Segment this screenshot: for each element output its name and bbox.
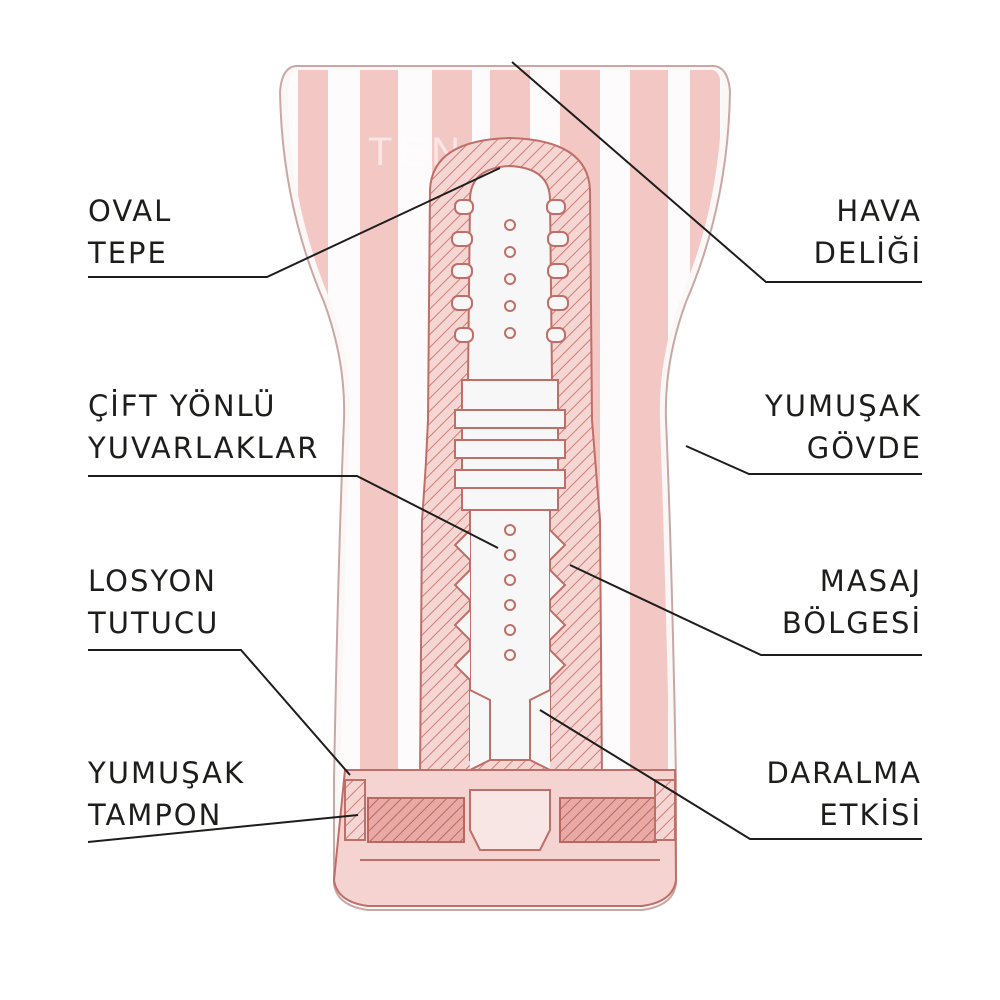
label-losyon-line1: LOSYON xyxy=(88,564,218,598)
label-govde-line2: GÖVDE xyxy=(806,431,922,465)
label-tampon-line1: YUMUŞAK xyxy=(88,756,245,790)
bumper-left xyxy=(367,797,465,843)
label-oval-tepe-line1: OVAL xyxy=(88,194,173,228)
label-hava-deligi: HAVA DELİĞİ xyxy=(814,190,922,274)
leader-daralma xyxy=(539,709,922,840)
label-losyon-line2: TUTUCU xyxy=(88,606,220,640)
canal-dots xyxy=(504,219,516,661)
leader-masaj xyxy=(569,564,922,656)
label-yumusak-govde: YUMUŞAK GÖVDE xyxy=(765,385,922,469)
label-cift-yonlu-line1: ÇİFT YÖNLÜ xyxy=(88,389,277,423)
leader-tampon xyxy=(87,814,359,843)
leader-lines xyxy=(87,61,922,843)
label-oval-tepe: OVAL TEPE xyxy=(88,190,172,274)
label-masaj-line1: MASAJ xyxy=(819,564,922,598)
leader-losyon xyxy=(88,649,351,776)
label-oval-tepe-line2: TEPE xyxy=(88,236,168,270)
label-daralma-etkisi: DARALMA ETKİSİ xyxy=(767,752,923,836)
leader-hava xyxy=(511,61,922,283)
leader-oval-tepe xyxy=(88,167,501,278)
label-daralma-line1: DARALMA xyxy=(766,756,922,790)
label-hava-line1: HAVA xyxy=(836,194,922,228)
label-yumusak-tampon: YUMUŞAK TAMPON xyxy=(88,752,245,836)
leader-cift-yonlu xyxy=(88,475,499,549)
label-govde-line1: YUMUŞAK xyxy=(765,389,922,423)
leader-govde xyxy=(685,445,922,475)
bumper-right xyxy=(559,797,657,843)
label-tampon-line2: TAMPON xyxy=(88,798,223,832)
label-cift-yonlu: ÇİFT YÖNLÜ YUVARLAKLAR xyxy=(88,385,319,469)
label-masaj-line2: BÖLGESİ xyxy=(781,606,922,640)
label-hava-line2: DELİĞİ xyxy=(813,236,922,270)
label-cift-yonlu-line2: YUVARLAKLAR xyxy=(88,431,320,465)
base-assembly xyxy=(332,769,678,907)
label-daralma-line2: ETKİSİ xyxy=(819,798,922,832)
label-losyon-tutucu: LOSYON TUTUCU xyxy=(88,560,219,644)
label-masaj-bolgesi: MASAJ BÖLGESİ xyxy=(782,560,922,644)
